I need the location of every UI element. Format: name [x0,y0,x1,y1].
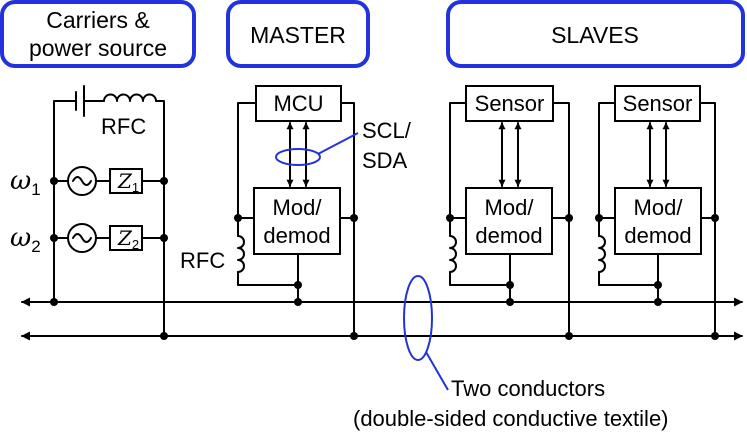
slave-2-mod-label-2: demod [624,223,691,248]
slave-1-mod-demod-box [465,187,553,255]
conductors-label-1: Two conductors [451,376,605,401]
slave-1-mod-label-2: demod [475,223,542,248]
header-slaves-label: SLAVES [551,22,639,48]
slave-1-mod-label-1: Mod/ [485,195,535,220]
rfc-inductor-slave-1 [449,235,457,273]
slave-2-mod-label-1: Mod/ [634,195,684,220]
slave-node-1: Sensor Mod/ demod [446,85,573,340]
conductors-ellipse [403,275,433,361]
scl-sda-label-1: SCL/ [362,118,412,143]
mcu-label: MCU [273,91,323,116]
master-node: MCU Mod/ demod SCL/ SDA RFC [180,85,412,340]
scl-sda-ellipse [275,148,321,166]
rfc-inductor-slave-2 [598,235,606,273]
header-carriers: Carriers & power source [0,0,196,68]
impedance-z2 [109,225,143,251]
rfc-label-master: RFC [180,248,225,273]
slave-1-sensor-label: Sensor [475,91,545,116]
slave-2-sensor-label: Sensor [623,91,693,116]
master-mod-label-1: Mod/ [273,195,323,220]
omega-1-label: ω1 [10,166,41,199]
slave-2-mod-demod-box [614,187,702,255]
scl-sda-label-2: SDA [362,148,408,173]
mcu-box [255,85,342,122]
power-source: RFC ω1 ω2 Z1 Z2 [10,85,168,340]
header-slaves: SLAVES [446,0,745,68]
slave-node-2: Sensor Mod/ demod [595,85,719,340]
slave-2-sensor-box [614,85,701,122]
rfc-inductor-top [103,93,157,102]
z2-label: Z2 [117,226,139,252]
conductors-annotation: Two conductors (double-sided conductive … [353,275,669,431]
header-master: MASTER [226,0,370,68]
master-mod-label-2: demod [263,223,330,248]
omega-2-label: ω2 [10,223,41,256]
slave-1-sensor-box [465,85,554,122]
header-carriers-line2: power source [29,35,167,61]
z1-label: Z1 [117,169,139,195]
conductors-label-2: (double-sided conductive textile) [353,406,669,431]
master-mod-demod-box [253,187,341,255]
rfc-inductor-master [237,235,245,273]
header-master-label: MASTER [250,22,346,48]
header-carriers-line1: Carriers & [46,7,150,33]
rfc-label-source: RFC [101,114,146,139]
